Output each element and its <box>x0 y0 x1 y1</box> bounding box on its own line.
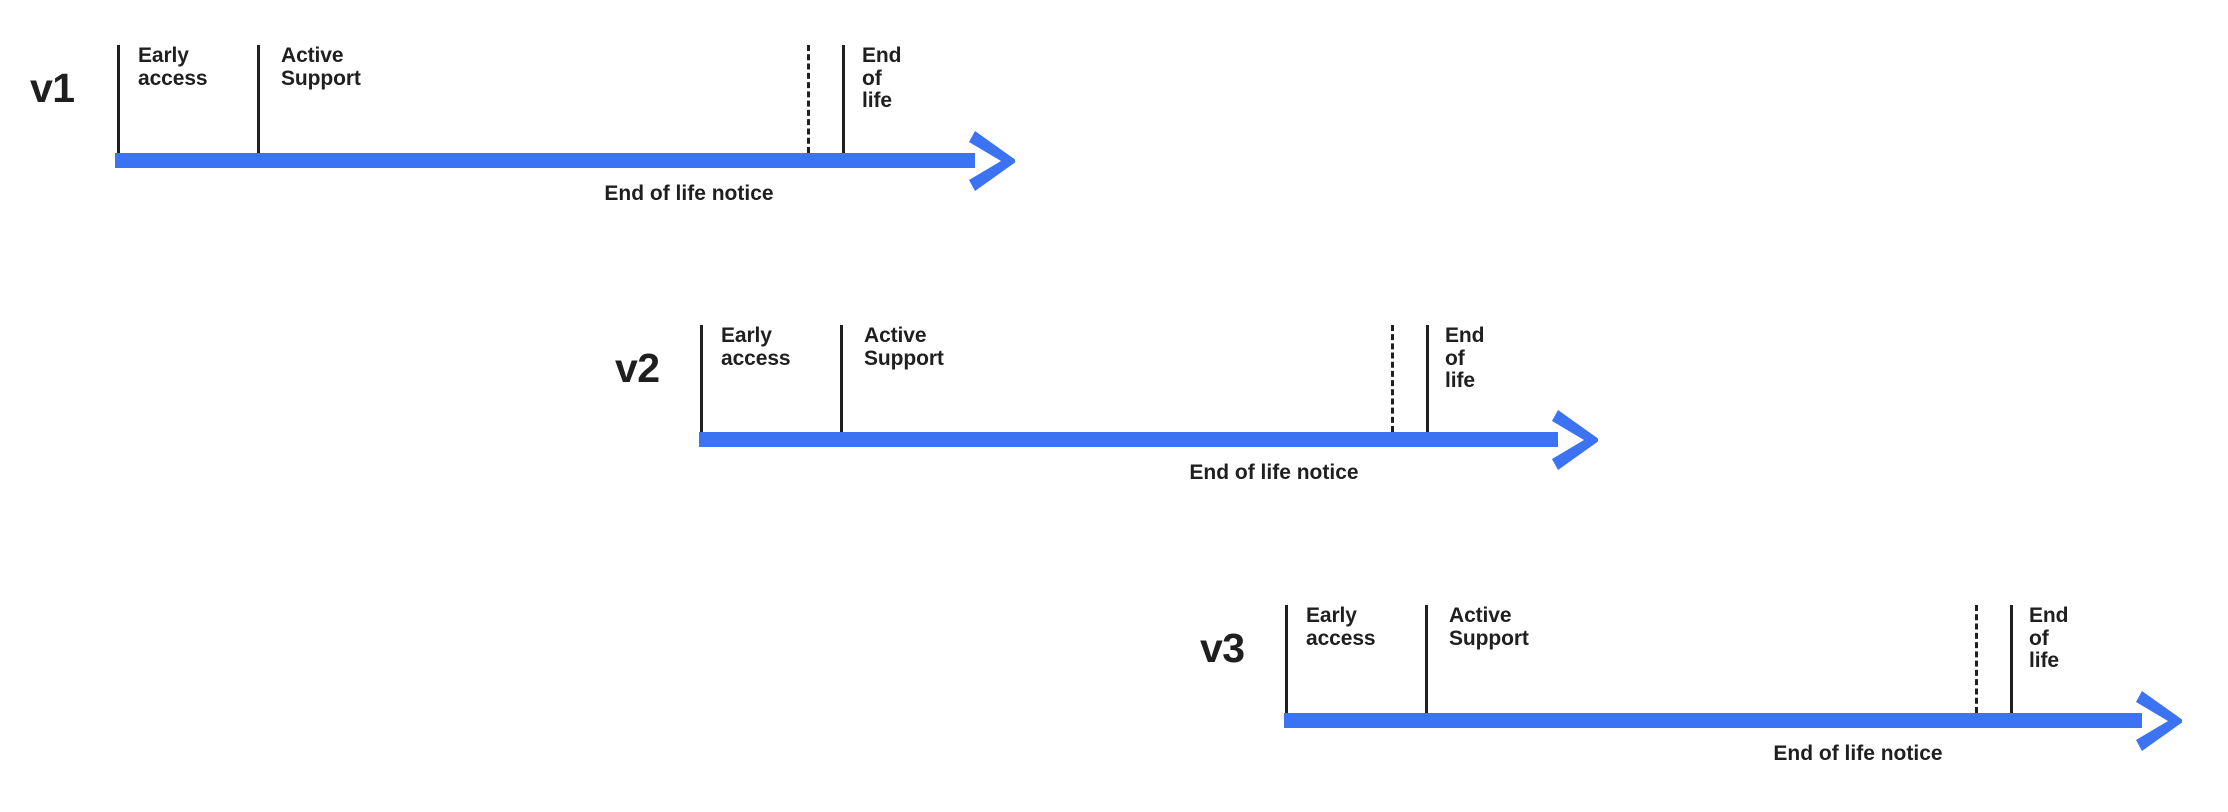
milestone-tick-v3-0 <box>1285 605 1288 713</box>
milestone-tick-v3-3 <box>2010 605 2013 713</box>
version-label-v1: v1 <box>30 65 75 111</box>
phase-label-v3-end-of-life: End of life <box>2029 604 2069 673</box>
phase-label-v1-end-of-life: End of life <box>862 44 902 113</box>
notice-label-v2: End of life notice <box>1189 461 1359 484</box>
timeline-arrowhead-v3 <box>2136 689 2184 753</box>
timeline-bar-v3 <box>1284 713 2142 728</box>
milestone-tick-v1-3 <box>842 45 845 153</box>
milestone-dashed-tick-v1-2 <box>807 45 810 153</box>
timeline-arrowhead-v2 <box>1552 408 1600 472</box>
notice-label-v3: End of life notice <box>1773 742 1943 765</box>
phase-label-v3-active-support: Active Support <box>1449 604 1529 650</box>
timeline-bar-v1 <box>115 153 975 168</box>
version-label-v3: v3 <box>1200 625 1245 671</box>
timeline-arrowhead-v1 <box>969 129 1017 193</box>
milestone-tick-v3-1 <box>1425 605 1428 713</box>
phase-label-v1-active-support: Active Support <box>281 44 361 90</box>
phase-label-v2-active-support: Active Support <box>864 324 944 370</box>
phase-label-v2-end-of-life: End of life <box>1445 324 1485 393</box>
phase-label-v2-early-access: Early access <box>721 324 791 370</box>
milestone-tick-v2-3 <box>1426 325 1429 432</box>
milestone-tick-v1-0 <box>117 45 120 153</box>
milestone-dashed-tick-v3-2 <box>1975 605 1978 713</box>
milestone-tick-v1-1 <box>257 45 260 153</box>
timeline-bar-v2 <box>699 432 1558 447</box>
milestone-tick-v2-0 <box>700 325 703 432</box>
notice-label-v1: End of life notice <box>604 182 774 205</box>
milestone-dashed-tick-v2-2 <box>1391 325 1394 432</box>
phase-label-v3-early-access: Early access <box>1306 604 1376 650</box>
phase-label-v1-early-access: Early access <box>138 44 208 90</box>
milestone-tick-v2-1 <box>840 325 843 432</box>
version-label-v2: v2 <box>615 345 660 391</box>
